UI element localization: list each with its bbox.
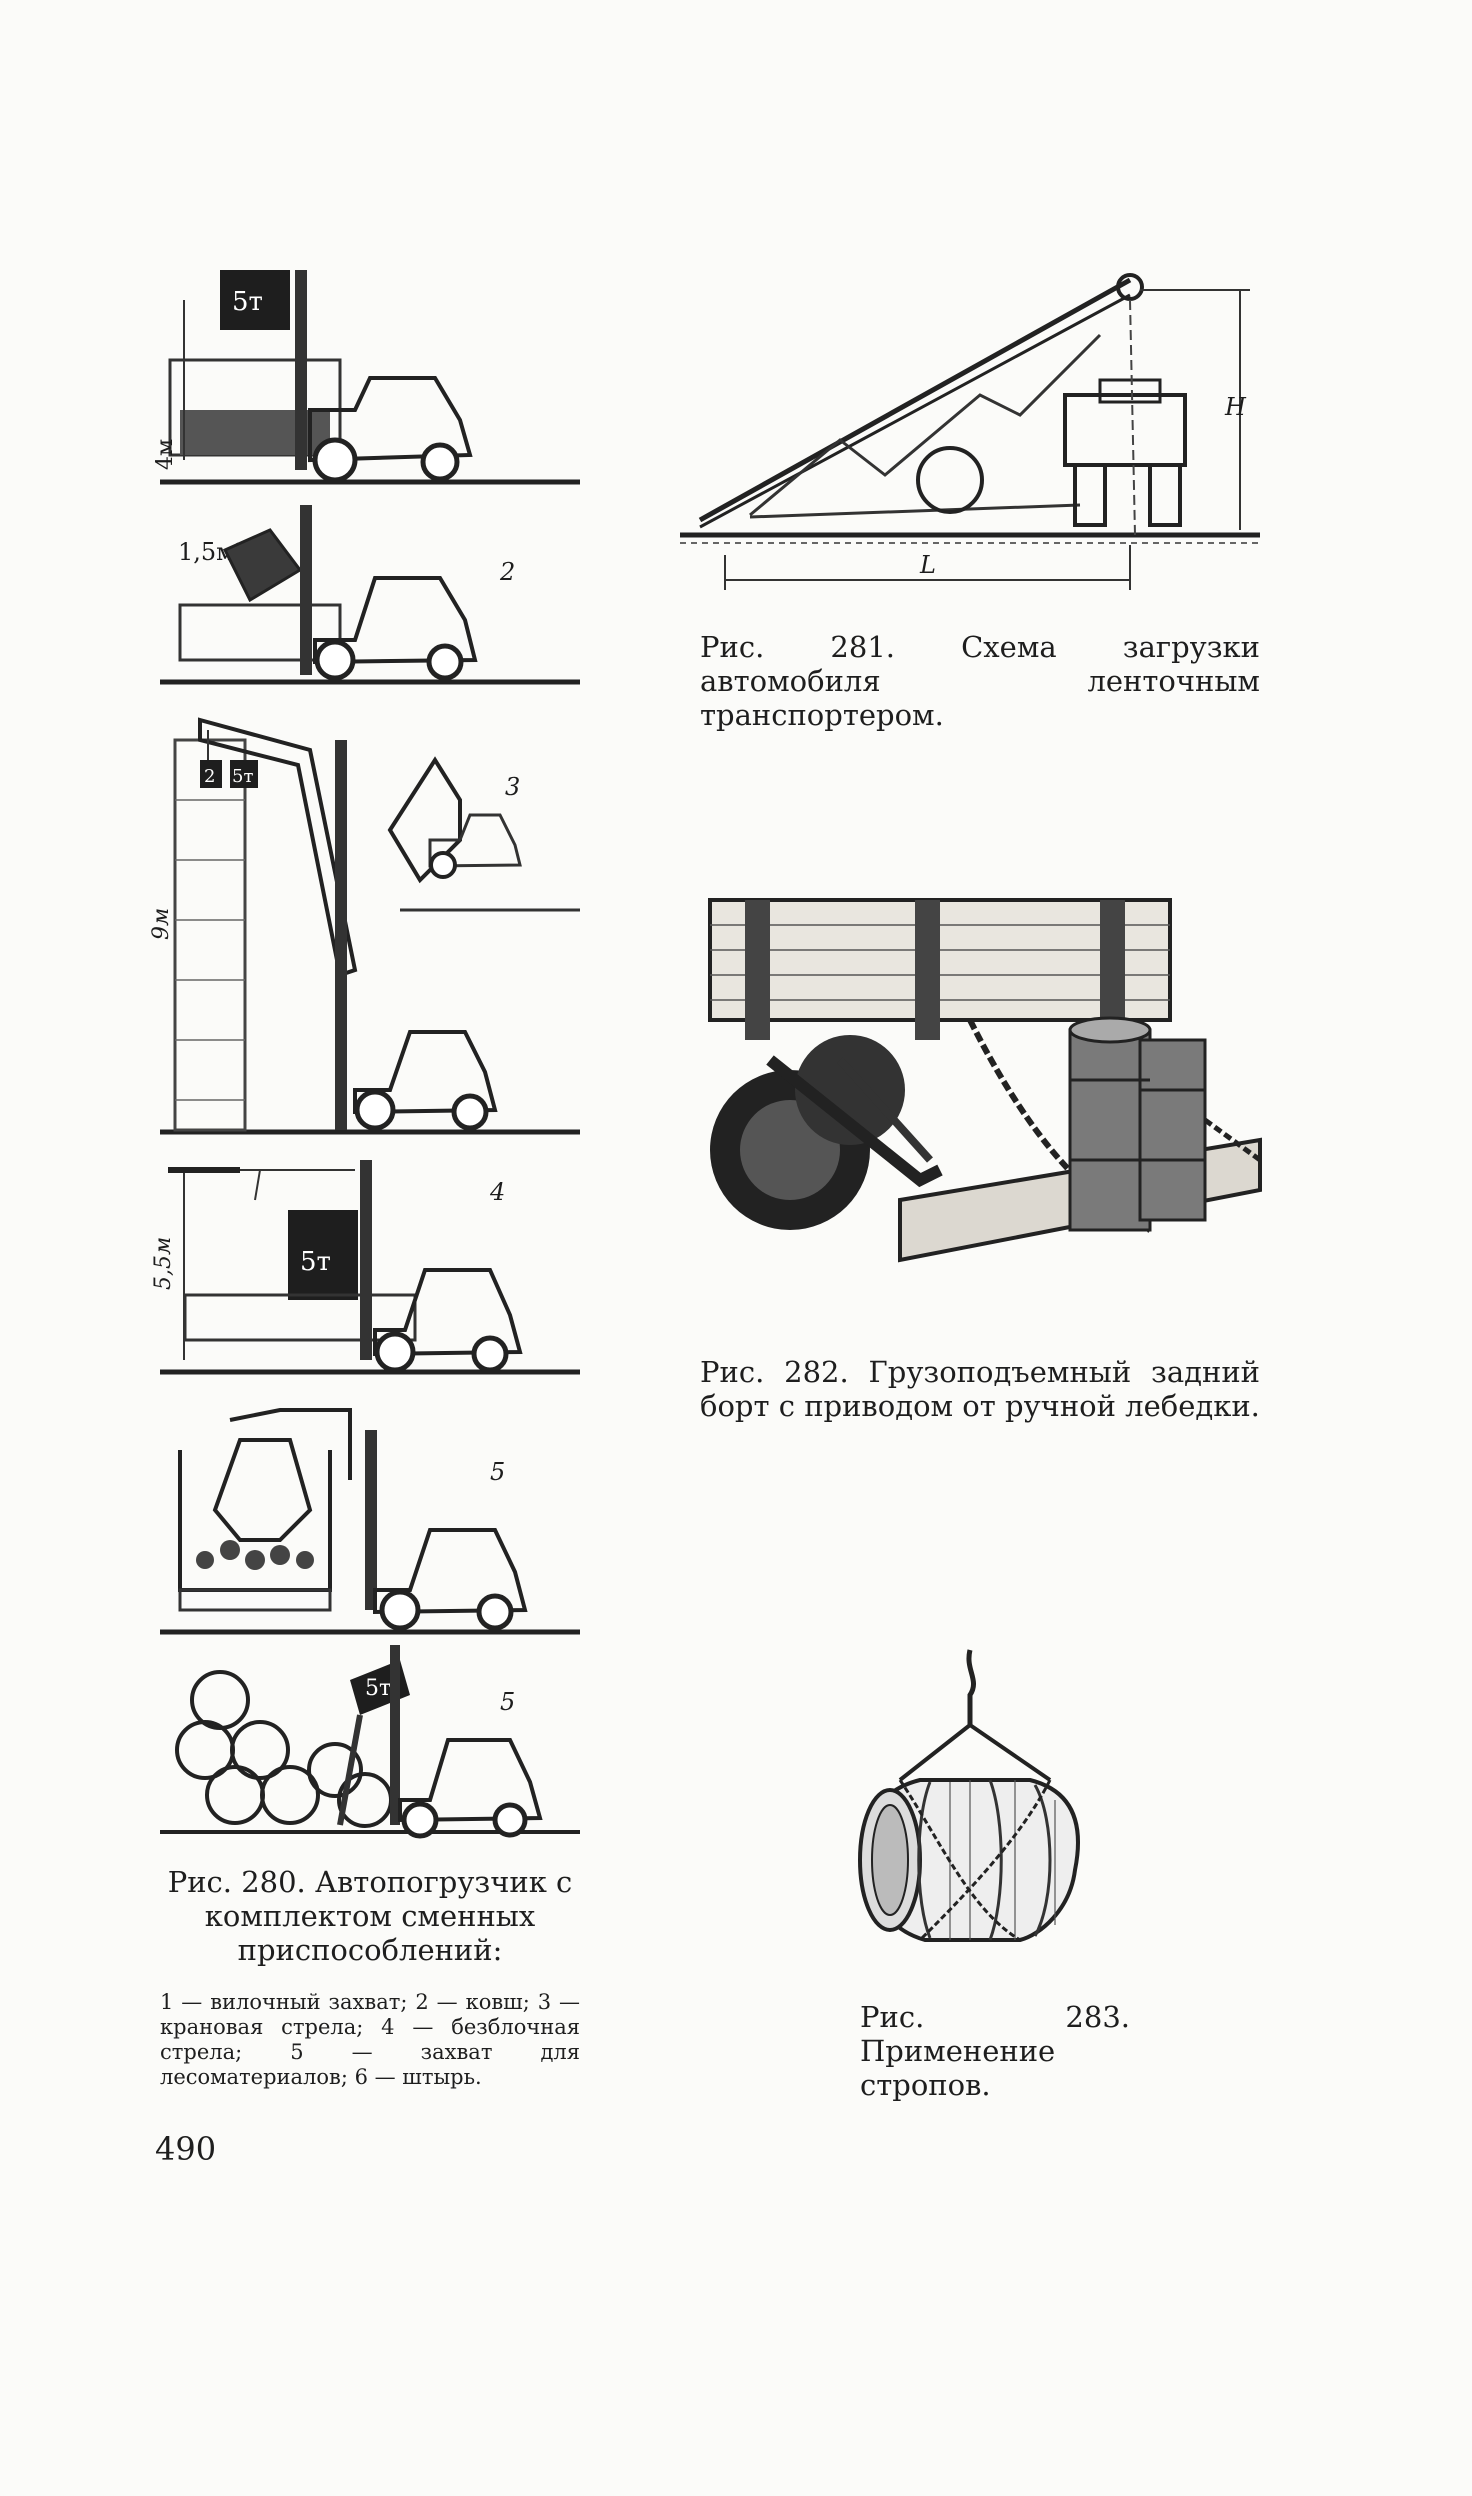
fig282-illustration <box>708 898 1262 1263</box>
load-label: 5т <box>232 287 263 317</box>
fig280-caption-title: Рис. 280. Автопогрузчик с комплектом сме… <box>167 1865 573 1967</box>
fig280-panel-6: 5т 5 <box>160 1645 580 1839</box>
dim-length: L <box>919 551 936 579</box>
panel-number: 3 <box>505 773 520 801</box>
height-label: 5,5м <box>151 1237 176 1290</box>
load-label-b: 5т <box>232 766 253 787</box>
height-label: 4м <box>153 439 178 470</box>
fig280-panel-2: 1,5м³ 2 <box>160 505 580 685</box>
fig280-panel-1: 5т 4м <box>153 270 580 485</box>
panel-number: 5 <box>490 1458 505 1486</box>
panel-number: 2 <box>499 558 515 586</box>
dim-height: H <box>1224 393 1247 421</box>
load-label: 5т <box>300 1247 331 1277</box>
fig283-caption: Рис. 283. Применение стропов. <box>860 2000 1130 2102</box>
fig281-illustration: H L <box>680 273 1260 590</box>
load-label-a: 2 <box>204 766 215 787</box>
fig280-panel-5: 5 <box>160 1408 580 1635</box>
page-number: 490 <box>155 2130 217 2168</box>
load-label: 5т <box>365 1676 391 1701</box>
fig283-illustration <box>858 1649 1080 1942</box>
fig281-caption: Рис. 281. Схема загрузки автомобиля лент… <box>700 630 1260 732</box>
fig280-caption-legend: 1 — вилочный захват; 2 — ковш; 3 — крано… <box>160 1990 580 2089</box>
panel-number: 5 <box>500 1688 515 1716</box>
fig282-caption: Рис. 282. Грузоподъемный задний борт с п… <box>700 1355 1260 1423</box>
panel-number: 4 <box>489 1178 505 1206</box>
height-label: 9м <box>149 908 174 940</box>
fig280-panel-4: 5,5м 5т 4 <box>151 1160 580 1375</box>
fig280-panel-3: 2 5т 9м 3 <box>149 717 580 1135</box>
